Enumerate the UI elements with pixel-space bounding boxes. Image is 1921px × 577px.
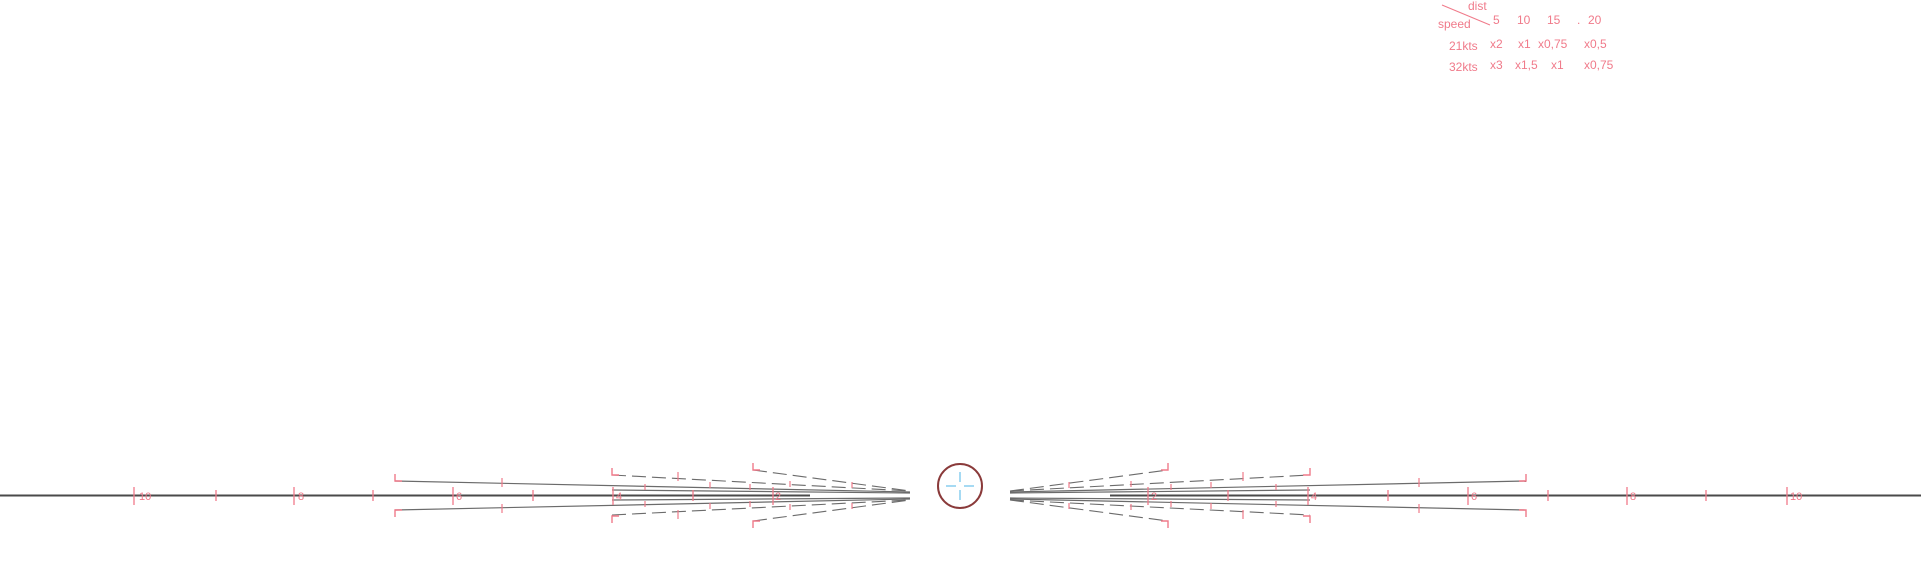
table-row-label: 21kts (1449, 39, 1478, 53)
table-col-header: 10 (1517, 13, 1531, 27)
scale-label-left: 10 (139, 491, 151, 503)
left-bracket-caps (394, 463, 760, 528)
scale-label-left: 4 (616, 491, 622, 503)
horizon-scale-ticks (133, 487, 1788, 505)
scale-label-right: 10 (1790, 491, 1802, 503)
table-col-header: 20 (1588, 13, 1602, 27)
scale-label-right: 2 (1151, 491, 1157, 503)
scale-label-right: 6 (1471, 491, 1477, 503)
speed-distance-table: dist speed 5 10 15 . 20 21kts x2 x1 x0,7… (1438, 0, 1614, 74)
table-cell: x3 (1490, 58, 1503, 72)
scale-label-left: 8 (298, 491, 304, 503)
right-bracket-caps (1161, 463, 1527, 528)
table-cell: x1 (1551, 58, 1564, 72)
table-row-header-label: speed (1438, 17, 1471, 31)
table-cell: x0,75 (1584, 58, 1614, 72)
table-cell: x1,5 (1515, 58, 1538, 72)
table-col-header-label: dist (1468, 0, 1487, 13)
table-diagonal-divider (1441, 4, 1491, 26)
left-convergence-lines (394, 480, 911, 511)
guide-tick-marks (501, 472, 1420, 519)
scale-label-left: 6 (456, 491, 462, 503)
left-dashed-lines (611, 469, 911, 522)
horizon-scale-labels: 10 8 6 4 2 2 4 6 8 10 (139, 491, 1802, 503)
scale-label-left: 2 (775, 491, 781, 503)
table-cell: x0,75 (1538, 37, 1568, 51)
table-cell: x0,5 (1584, 37, 1607, 51)
table-cell: x2 (1490, 37, 1503, 51)
right-dashed-lines (1009, 469, 1311, 522)
crosshair-reticle-icon (937, 463, 983, 509)
scale-label-right: 8 (1630, 491, 1636, 503)
table-cell: x1 (1518, 37, 1531, 51)
scale-label-right: 4 (1311, 491, 1317, 503)
table-col-header: 5 (1493, 13, 1500, 27)
right-convergence-lines (1009, 480, 1527, 511)
table-separator: . (1577, 13, 1580, 27)
table-row-label: 32kts (1449, 60, 1478, 74)
table-col-header: 15 (1547, 13, 1561, 27)
